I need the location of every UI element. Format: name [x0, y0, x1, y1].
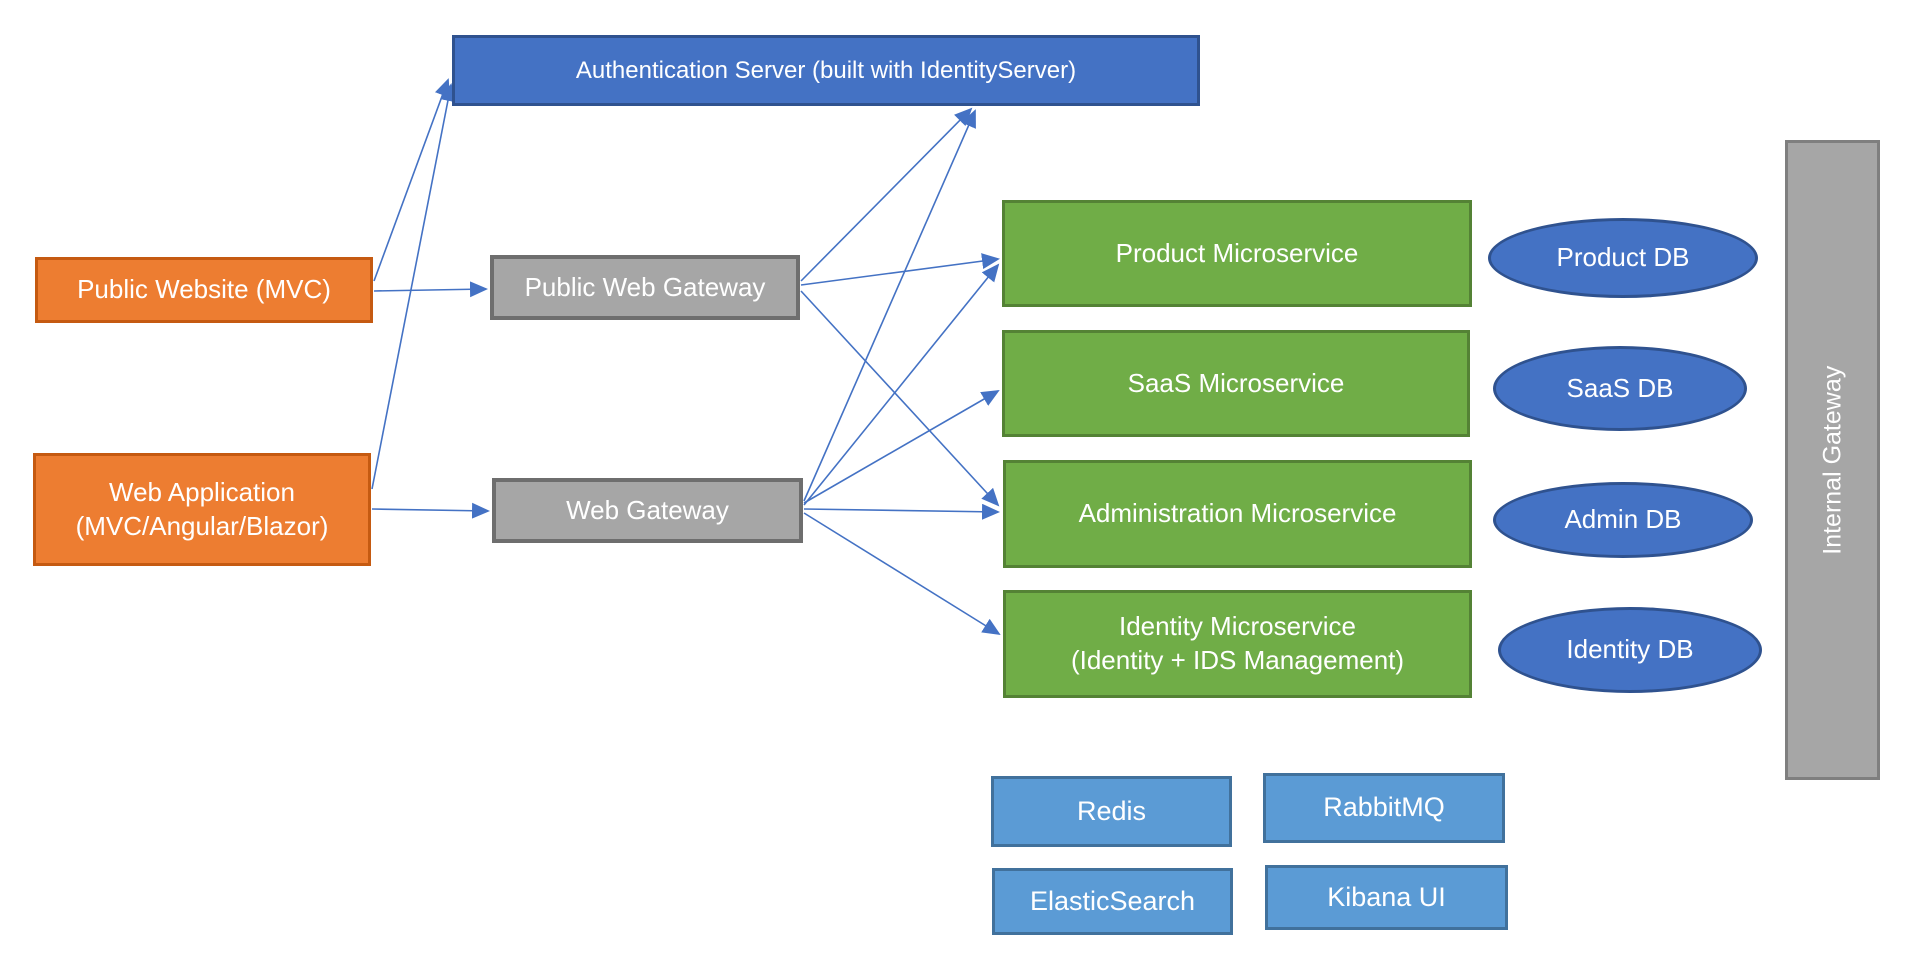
public-website-label: Public Website (MVC)	[77, 274, 331, 305]
web-gateway-node: Web Gateway	[492, 478, 803, 543]
edge-web-gateway-to-auth	[803, 109, 976, 502]
public-website-node: Public Website (MVC)	[35, 257, 373, 323]
kibana-ui-label: Kibana UI	[1327, 881, 1446, 912]
edge-public-web-gateway-to-auth	[800, 107, 973, 282]
edge-web-gateway-to-administration	[803, 503, 1000, 520]
web-application-label: Web Application (MVC/Angular/Blazor)	[76, 476, 329, 544]
edge-web-gateway-to-saas	[803, 390, 1000, 504]
product-microservice-label: Product Microservice	[1115, 237, 1359, 268]
saas-db-node: SaaS DB	[1493, 346, 1747, 431]
admin-db-label: Admin DB	[1564, 504, 1682, 535]
edge-web-application-to-auth	[371, 83, 456, 490]
edge-web-gateway-to-identity	[803, 512, 1001, 636]
saas-microservice-node: SaaS Microservice	[1002, 330, 1470, 437]
edge-public-web-gateway-to-product	[800, 253, 1000, 286]
identity-db-node: Identity DB	[1498, 607, 1762, 693]
administration-microservice-node: Administration Microservice	[1003, 460, 1472, 568]
elasticsearch-label: ElasticSearch	[1029, 885, 1196, 916]
saas-microservice-label: SaaS Microservice	[1127, 367, 1345, 398]
product-db-label: Product DB	[1556, 242, 1690, 273]
administration-microservice-label: Administration Microservice	[1078, 498, 1397, 529]
internal-gateway-label: Internal Gateway	[1818, 365, 1847, 555]
saas-db-label: SaaS DB	[1566, 372, 1674, 403]
redis-label: Redis	[1076, 795, 1147, 826]
web-application-node: Web Application (MVC/Angular/Blazor)	[33, 453, 371, 566]
identity-microservice-label-line1: Identity Microservice	[1119, 611, 1356, 642]
edge-web-gateway-to-product	[803, 263, 1000, 506]
rabbitmq-label: RabbitMQ	[1323, 792, 1445, 823]
web-application-label-line2: (MVC/Angular/Blazor)	[75, 510, 329, 541]
identity-db-label: Identity DB	[1566, 634, 1694, 665]
edge-public-website-to-auth	[373, 78, 450, 282]
identity-microservice-label-line2: (Identity + IDS Management)	[1070, 645, 1405, 675]
web-application-label-line1: Web Application	[109, 476, 295, 507]
product-microservice-node: Product Microservice	[1002, 200, 1472, 307]
edge-public-web-gateway-to-administration	[800, 290, 1000, 507]
public-web-gateway-label: Public Web Gateway	[524, 271, 766, 302]
identity-microservice-label: Identity Microservice (Identity + IDS Ma…	[1071, 610, 1404, 678]
identity-microservice-node: Identity Microservice (Identity + IDS Ma…	[1003, 590, 1472, 698]
public-web-gateway-node: Public Web Gateway	[490, 255, 800, 320]
internal-gateway-node: Internal Gateway	[1785, 140, 1880, 780]
kibana-ui-node: Kibana UI	[1265, 865, 1508, 930]
auth-server-node: Authentication Server (built with Identi…	[452, 35, 1200, 106]
rabbitmq-node: RabbitMQ	[1263, 773, 1505, 843]
admin-db-node: Admin DB	[1493, 482, 1753, 558]
elasticsearch-node: ElasticSearch	[992, 868, 1233, 935]
auth-server-label: Authentication Server (built with Identi…	[575, 56, 1077, 84]
edge-public-website-to-public-web-gateway	[373, 281, 488, 298]
edge-web-application-to-web-gateway	[371, 502, 490, 519]
web-gateway-label: Web Gateway	[566, 494, 729, 525]
product-db-node: Product DB	[1488, 218, 1758, 298]
redis-node: Redis	[991, 776, 1232, 847]
